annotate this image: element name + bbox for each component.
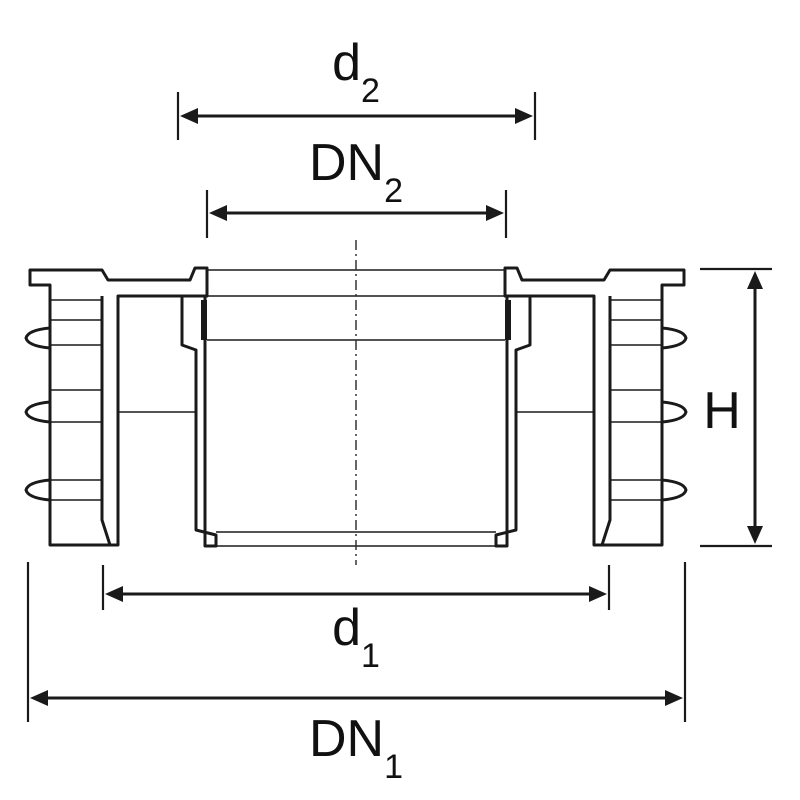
right-seal-ring — [505, 300, 511, 340]
left-seal-ring — [201, 300, 207, 340]
label-d1: d1 — [332, 599, 380, 675]
dimension-h — [700, 267, 772, 548]
label-h: H — [703, 382, 741, 440]
label-dn1: DN1 — [309, 710, 403, 786]
dimension-dn2 — [205, 190, 508, 238]
label-dn2: DN2 — [309, 134, 403, 210]
label-d2: d2 — [332, 34, 380, 110]
dimension-d2 — [176, 92, 537, 140]
left-outer-wall — [24, 266, 209, 547]
right-outer-wall — [503, 266, 688, 547]
dimension-d1 — [101, 565, 611, 610]
dimension-dn1 — [26, 562, 687, 722]
